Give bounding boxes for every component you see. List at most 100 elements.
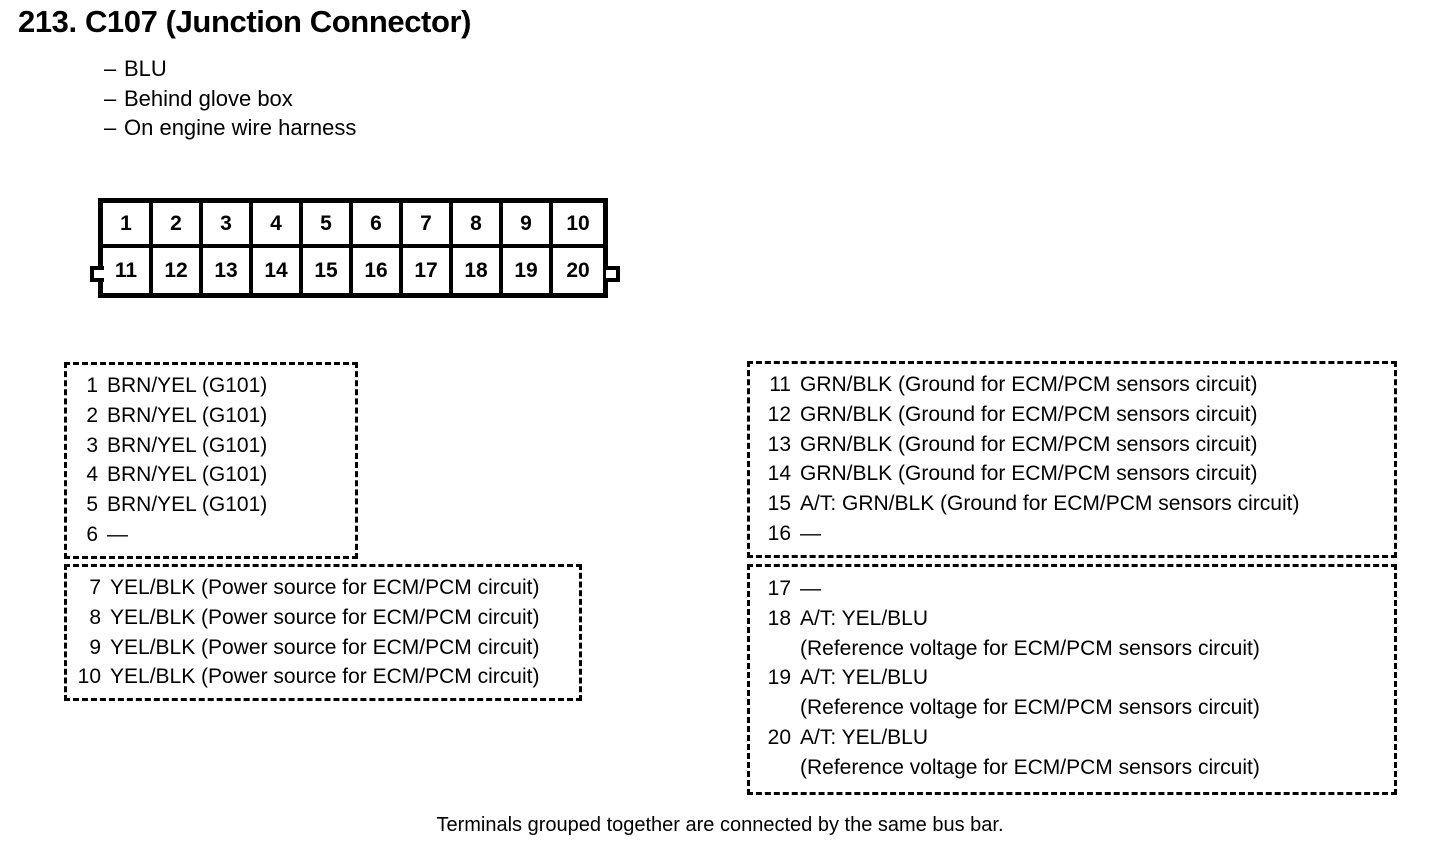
terminal-number: 10 xyxy=(77,665,101,689)
terminal-description: A/T: GRN/BLK (Ground for ECM/PCM sensors… xyxy=(800,492,1300,516)
terminal-item-5: 5 BRN/YEL (G101) xyxy=(85,490,355,520)
terminal-description: BRN/YEL (G101) xyxy=(107,493,268,517)
pin-cell-11: 11 xyxy=(103,248,153,293)
terminal-number: 14 xyxy=(767,462,791,486)
pin-cell-15: 15 xyxy=(303,248,353,293)
terminal-description: A/T: YEL/BLU(Reference voltage for ECM/P… xyxy=(800,723,1394,783)
pin-cell-3: 3 xyxy=(203,203,253,248)
terminal-description: A/T: YEL/BLU(Reference voltage for ECM/P… xyxy=(800,663,1394,723)
terminal-item-12: 12 GRN/BLK (Ground for ECM/PCM sensors ci… xyxy=(767,400,1394,430)
pin-cell-17: 17 xyxy=(403,248,453,293)
terminal-description-continued: (Reference voltage for ECM/PCM sensors c… xyxy=(800,636,1260,660)
terminal-description: — xyxy=(107,522,128,546)
terminal-description: — xyxy=(800,577,821,600)
terminal-description: BRN/YEL (G101) xyxy=(107,374,268,397)
terminal-description: GRN/BLK (Ground for ECM/PCM sensors circ… xyxy=(800,402,1258,426)
terminal-item-9: 9 YEL/BLK (Power source for ECM/PCM circu… xyxy=(75,633,579,663)
terminal-item-11: 11 GRN/BLK (Ground for ECM/PCM sensors ci… xyxy=(767,370,1394,400)
terminal-number: 12 xyxy=(767,402,791,426)
terminal-item-20: 20 A/T: YEL/BLU(Reference voltage for ECM… xyxy=(767,723,1394,783)
terminal-number: 2 xyxy=(86,403,98,427)
terminal-description: BRN/YEL (G101) xyxy=(107,463,268,487)
terminal-description: BRN/YEL (G101) xyxy=(107,403,268,427)
terminal-number: 17 xyxy=(767,577,791,600)
connector-attribute-list: –BLU–Behind glove box–On engine wire har… xyxy=(104,54,356,143)
terminal-item-8: 8 YEL/BLK (Power source for ECM/PCM circu… xyxy=(75,603,579,633)
attribute-label: BLU xyxy=(124,56,167,81)
terminal-number: 3 xyxy=(86,433,98,457)
terminal-description: YEL/BLK (Power source for ECM/PCM circui… xyxy=(110,635,540,659)
terminal-item-10: 10 YEL/BLK (Power source for ECM/PCM circ… xyxy=(75,662,579,692)
terminal-number: 20 xyxy=(767,725,791,749)
terminal-item-4: 4 BRN/YEL (G101) xyxy=(85,460,355,490)
terminal-number: 1 xyxy=(86,374,98,397)
bullet-dash-icon: – xyxy=(104,56,117,81)
terminal-description: BRN/YEL (G101) xyxy=(107,433,268,457)
terminal-item-7: 7 YEL/BLK (Power source for ECM/PCM circu… xyxy=(75,573,579,603)
terminal-description: YEL/BLK (Power source for ECM/PCM circui… xyxy=(110,665,540,689)
terminal-number: 9 xyxy=(89,635,101,659)
terminal-number: 7 xyxy=(89,576,101,599)
terminal-item-3: 3 BRN/YEL (G101) xyxy=(85,431,355,461)
pin-cell-19: 19 xyxy=(503,248,553,293)
terminal-number: 4 xyxy=(86,463,98,487)
terminal-number: 18 xyxy=(767,606,791,630)
terminal-item-17: 17 — xyxy=(767,574,1394,604)
terminal-item-2: 2 BRN/YEL (G101) xyxy=(85,401,355,431)
pin-cell-13: 13 xyxy=(203,248,253,293)
pin-cell-12: 12 xyxy=(153,248,203,293)
attribute-label: On engine wire harness xyxy=(124,115,357,140)
footer-note: Terminals grouped together are connected… xyxy=(436,814,1004,836)
terminal-item-16: 16 — xyxy=(767,519,1394,549)
pin-cell-10: 10 xyxy=(553,203,603,248)
terminal-item-6: 6— xyxy=(85,520,355,550)
terminal-description: GRN/BLK (Ground for ECM/PCM sensors circ… xyxy=(800,432,1258,456)
terminal-item-14: 14 GRN/BLK (Ground for ECM/PCM sensors ci… xyxy=(767,459,1394,489)
terminal-number: 11 xyxy=(769,373,791,396)
terminal-number: 16 xyxy=(767,521,791,545)
bullet-dash-icon: – xyxy=(104,115,117,140)
terminal-item-1: 1 BRN/YEL (G101) xyxy=(85,371,355,401)
attribute-item: –Behind glove box xyxy=(104,84,356,114)
connector-latch-tab-left xyxy=(90,266,104,282)
terminal-number: 19 xyxy=(767,666,791,690)
terminal-description: — xyxy=(800,521,821,545)
terminal-description: GRN/BLK (Ground for ECM/PCM sensors circ… xyxy=(800,462,1258,486)
terminal-number: 5 xyxy=(86,493,98,517)
terminal-item-15: 15 A/T: GRN/BLK (Ground for ECM/PCM senso… xyxy=(767,489,1394,519)
terminal-number: 6 xyxy=(86,522,98,546)
terminal-description-continued: (Reference voltage for ECM/PCM sensors c… xyxy=(800,755,1260,779)
terminal-description: YEL/BLK (Power source for ECM/PCM circui… xyxy=(110,576,540,599)
attribute-label: Behind glove box xyxy=(124,85,293,111)
bullet-dash-icon: – xyxy=(104,85,117,111)
terminal-description: GRN/BLK (Ground for ECM/PCM sensors circ… xyxy=(800,373,1258,396)
pin-cell-1: 1 xyxy=(103,203,153,248)
terminal-number: 15 xyxy=(767,492,791,516)
attribute-item: –On engine wire harness xyxy=(104,113,356,143)
pin-cell-5: 5 xyxy=(303,203,353,248)
pin-cell-20: 20 xyxy=(553,248,603,293)
pin-cell-18: 18 xyxy=(453,248,503,293)
terminal-description-continued: (Reference voltage for ECM/PCM sensors c… xyxy=(800,696,1260,720)
pin-cell-9: 9 xyxy=(503,203,553,248)
pin-cell-8: 8 xyxy=(453,203,503,248)
terminal-number: 8 xyxy=(89,605,101,629)
pin-cell-6: 6 xyxy=(353,203,403,248)
terminal-description: YEL/BLK (Power source for ECM/PCM circui… xyxy=(110,605,540,629)
pin-cell-2: 2 xyxy=(153,203,203,248)
pin-cell-4: 4 xyxy=(253,203,303,248)
